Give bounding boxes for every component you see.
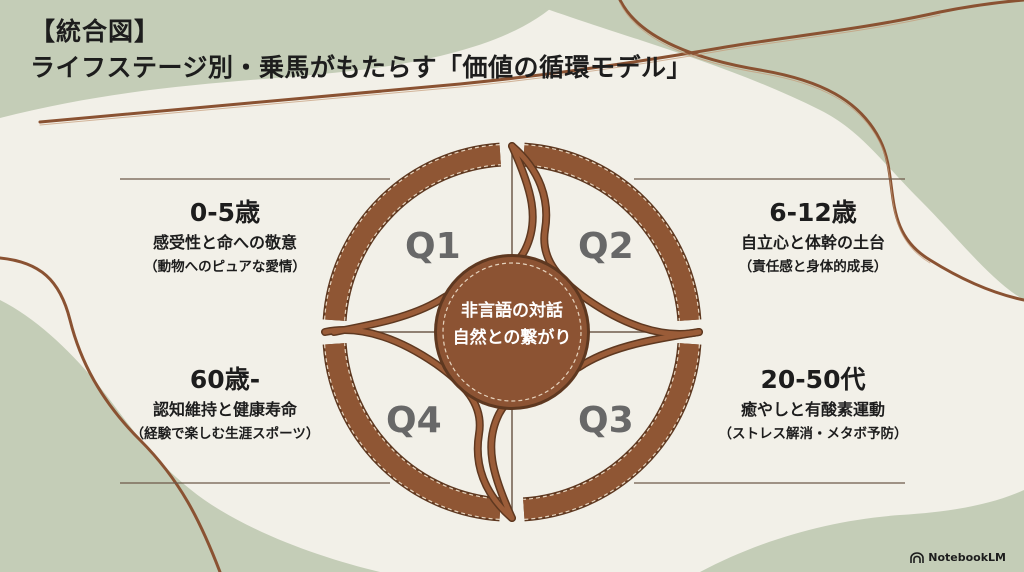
quadrant-label-q1: Q1 (405, 226, 461, 267)
decorative-cord-top-right (618, 0, 1024, 302)
quadrant-detail-q2: （責任感と身体的成長） (738, 259, 888, 275)
quadrant-theme-q3: 癒やしと有酸素運動 (740, 400, 885, 419)
quadrant-theme-q4: 認知維持と健康寿命 (152, 400, 297, 419)
quadrant-text-q4: 60歳- 認知維持と健康寿命 （経験で楽しむ生涯スポーツ） (95, 363, 355, 445)
notebooklm-logo-icon (910, 551, 925, 563)
center-text-line2: 自然との繋がり (452, 328, 572, 348)
center-disc (437, 257, 587, 407)
quadrant-text-q1: 0-5歳 感受性と命への敬意 （動物へのピュアな愛情） (95, 196, 355, 278)
quadrant-label-q3: Q3 (578, 400, 634, 441)
sage-band-bottom-left (0, 300, 380, 572)
quadrant-theme-q2: 自立心と体幹の土台 (740, 233, 885, 252)
quadrant-detail-q3: （ストレス解消・メタボ予防） (718, 426, 908, 442)
decorative-cord-top (38, 0, 1024, 124)
quadrant-age-q3: 20-50代 (760, 365, 866, 394)
sage-band-bottom-right (700, 490, 1024, 572)
header-subtitle: ライフステージ別・乗馬がもたらす「価値の循環モデル」 (30, 53, 693, 82)
quadrant-age-q4: 60歳- (189, 365, 261, 394)
quadrant-detail-q1: （動物へのピュアな愛情） (144, 259, 306, 275)
quadrant-age-q2: 6-12歳 (769, 198, 857, 227)
quadrant-label-q2: Q2 (578, 226, 634, 267)
decorative-cord-bottom-left (0, 256, 222, 572)
sage-band-top-right (520, 0, 1024, 300)
center-text-line1: 非言語の対話 (461, 301, 563, 321)
quadrant-text-q2: 6-12歳 自立心と体幹の土台 （責任感と身体的成長） (683, 196, 943, 278)
center-text: 非言語の対話 自然との繋がり (430, 298, 594, 352)
watermark-text: NotebookLM (928, 551, 1006, 564)
header: 【統合図】 ライフステージ別・乗馬がもたらす「価値の循環モデル」 (30, 14, 692, 86)
sage-band-top-left (0, 0, 560, 118)
quadrant-text-q3: 20-50代 癒やしと有酸素運動 （ストレス解消・メタボ予防） (683, 363, 943, 445)
quadrant-detail-q4: （経験で楽しむ生涯スポーツ） (130, 426, 320, 442)
notebooklm-watermark: NotebookLM (910, 551, 1006, 564)
quadrant-age-q1: 0-5歳 (189, 198, 261, 227)
quadrant-label-q4: Q4 (386, 400, 442, 441)
quadrant-theme-q1: 感受性と命への敬意 (152, 233, 297, 252)
header-title: 【統合図】 (30, 17, 161, 46)
